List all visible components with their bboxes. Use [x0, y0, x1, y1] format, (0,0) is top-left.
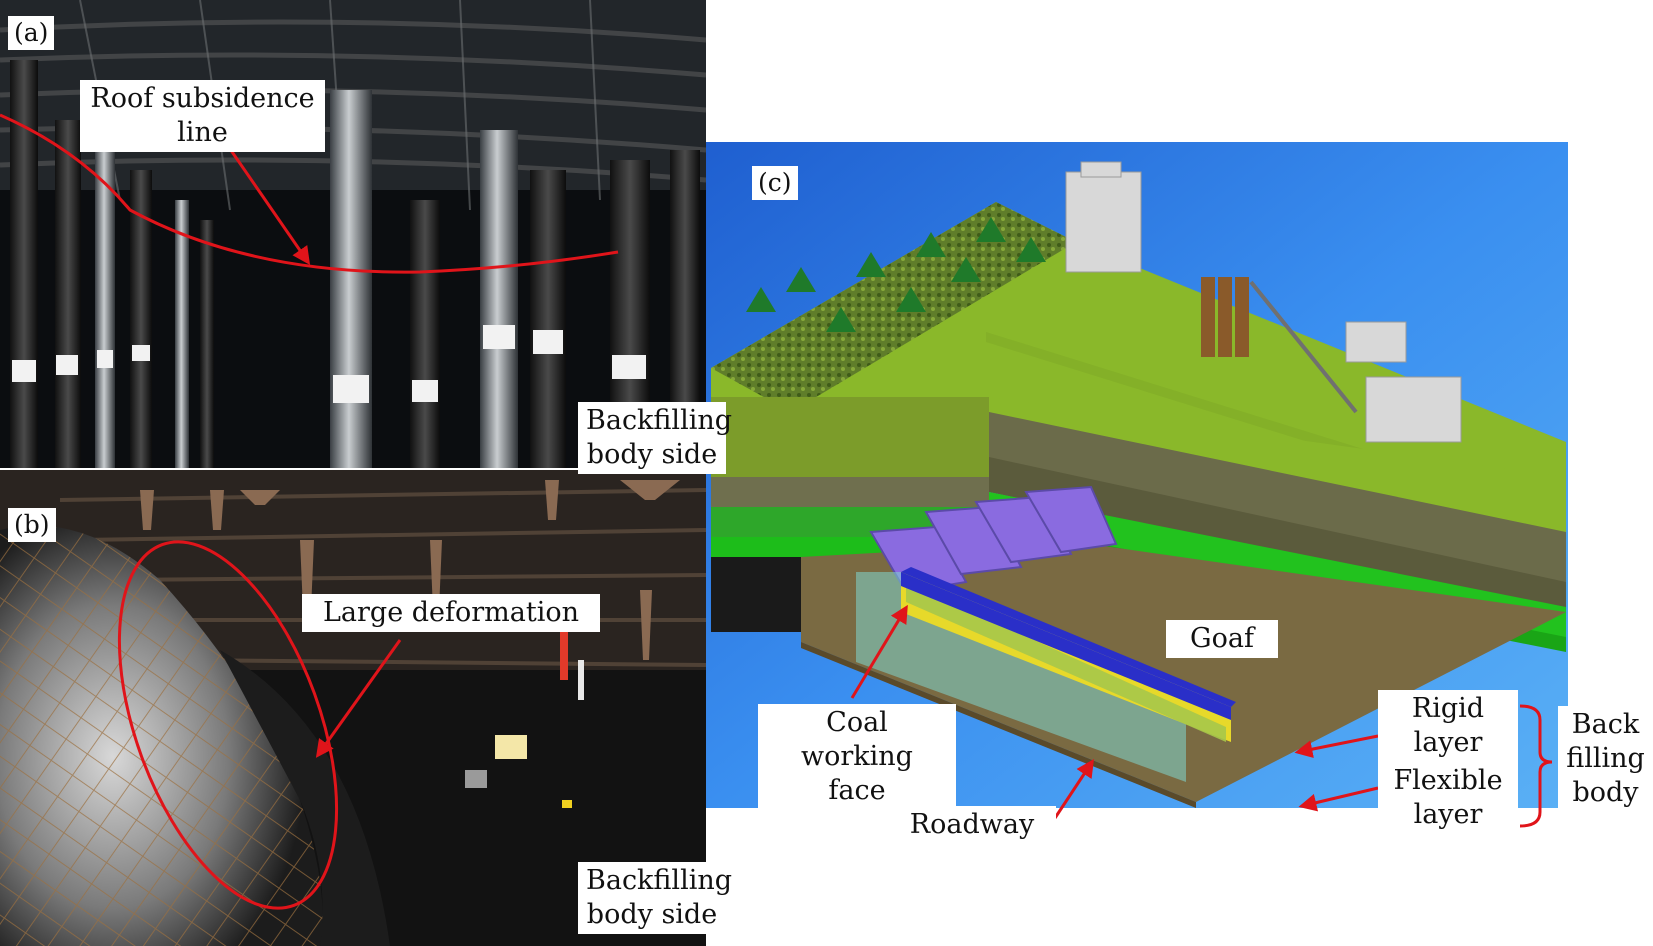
panel-c-tag: (c): [752, 166, 798, 200]
backfilling-body-side-label-a: Backfilling body side: [578, 402, 732, 474]
model-panel-c: [706, 142, 1568, 808]
roadway-label: Roadway: [888, 806, 1056, 844]
large-deformation-label: Large deformation: [302, 594, 600, 632]
goaf-label: Goaf: [1166, 620, 1278, 658]
panel-a-tag: (a): [8, 16, 55, 50]
roadway-roof-photo-a: [0, 0, 706, 468]
panel-b-tag: (b): [8, 508, 56, 542]
roof-subsidence-label: Roof subsidence line: [80, 80, 325, 152]
back-filling-body-label: Back filling body: [1558, 706, 1653, 812]
flexible-layer-label: Flexible layer: [1378, 762, 1518, 834]
backfilling-body-side-label-b: Backfilling body side: [578, 862, 732, 934]
rigid-layer-label: Rigid layer: [1378, 690, 1518, 762]
photo-panel-a: [0, 0, 706, 468]
backfill-mining-model: [706, 142, 1568, 808]
coal-working-face-label: Coal working face: [758, 704, 956, 810]
